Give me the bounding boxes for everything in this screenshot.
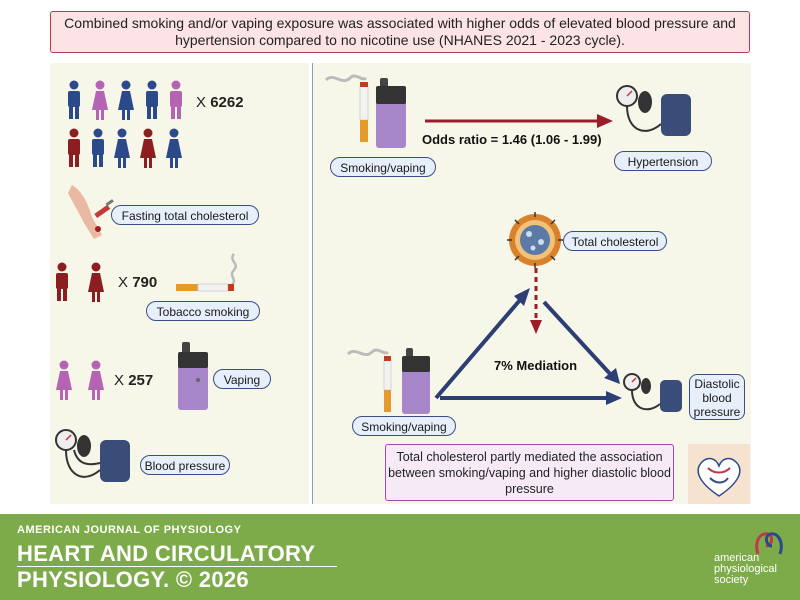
vapers-count: X 257 <box>114 372 154 389</box>
mediation-exposure-cigarette-vape-icon <box>346 348 430 414</box>
vaping-label: Vaping <box>213 369 271 389</box>
participants-people-icon <box>68 80 182 168</box>
hypertension-cuff-icon <box>616 85 691 136</box>
header-summary-text: Combined smoking and/or vaping exposure … <box>64 15 736 48</box>
conclusion-text: Total cholesterol partly mediated the as… <box>388 450 671 496</box>
mediation-triangle-arrows <box>434 268 622 405</box>
mediation-percent-text: 7% Mediation <box>494 358 578 373</box>
journal-name: AMERICAN JOURNAL OF PHYSIOLOGY <box>17 524 242 536</box>
blood-draw-arm-icon <box>68 185 114 239</box>
vape-device-icon <box>178 342 208 410</box>
odds-ratio-text: Odds ratio = 1.46 (1.06 - 1.99) <box>422 132 602 147</box>
journal-title-line2: PHYSIOLOGY. © 2026 <box>17 567 249 592</box>
blood-pressure-label: Blood pressure <box>140 455 230 475</box>
conclusion-box: Total cholesterol partly mediated the as… <box>385 444 674 501</box>
blood-pressure-cuff-icon <box>55 429 130 482</box>
cholesterol-particle-icon <box>507 212 563 268</box>
aps-logo-icon <box>755 532 783 555</box>
top-odds-arrow <box>425 114 613 128</box>
top-exposure-cigarette-vape-icon <box>324 74 406 148</box>
hypertension-label: Hypertension <box>614 151 712 171</box>
journal-title-line1: HEART AND CIRCULATORY <box>17 541 316 566</box>
diastolic-cuff-icon <box>623 373 682 412</box>
journal-heart-logo-icon <box>688 444 750 504</box>
mediator-total-cholesterol-label: Total cholesterol <box>563 231 667 251</box>
footer-rule <box>17 566 337 567</box>
smokers-count: X 790 <box>118 274 158 291</box>
mediation-exposure-label: Smoking/vaping <box>352 416 456 436</box>
smokers-people-icon <box>56 262 104 302</box>
fasting-cholesterol-label: Fasting total cholesterol <box>111 205 259 225</box>
tobacco-smoking-label: Tobacco smoking <box>146 301 260 321</box>
journal-footer-bar <box>0 514 800 600</box>
participants-count: X 6262 <box>196 94 244 111</box>
top-exposure-label: Smoking/vaping <box>330 157 436 177</box>
vapers-people-icon <box>56 360 104 400</box>
header-summary-box: Combined smoking and/or vaping exposure … <box>50 11 750 53</box>
copyright-text: © 2026 <box>175 567 249 592</box>
cigarette-icon <box>176 253 237 292</box>
diastolic-bp-label: Diastolic blood pressure <box>689 374 745 420</box>
society-name: american physiological society <box>714 552 777 586</box>
